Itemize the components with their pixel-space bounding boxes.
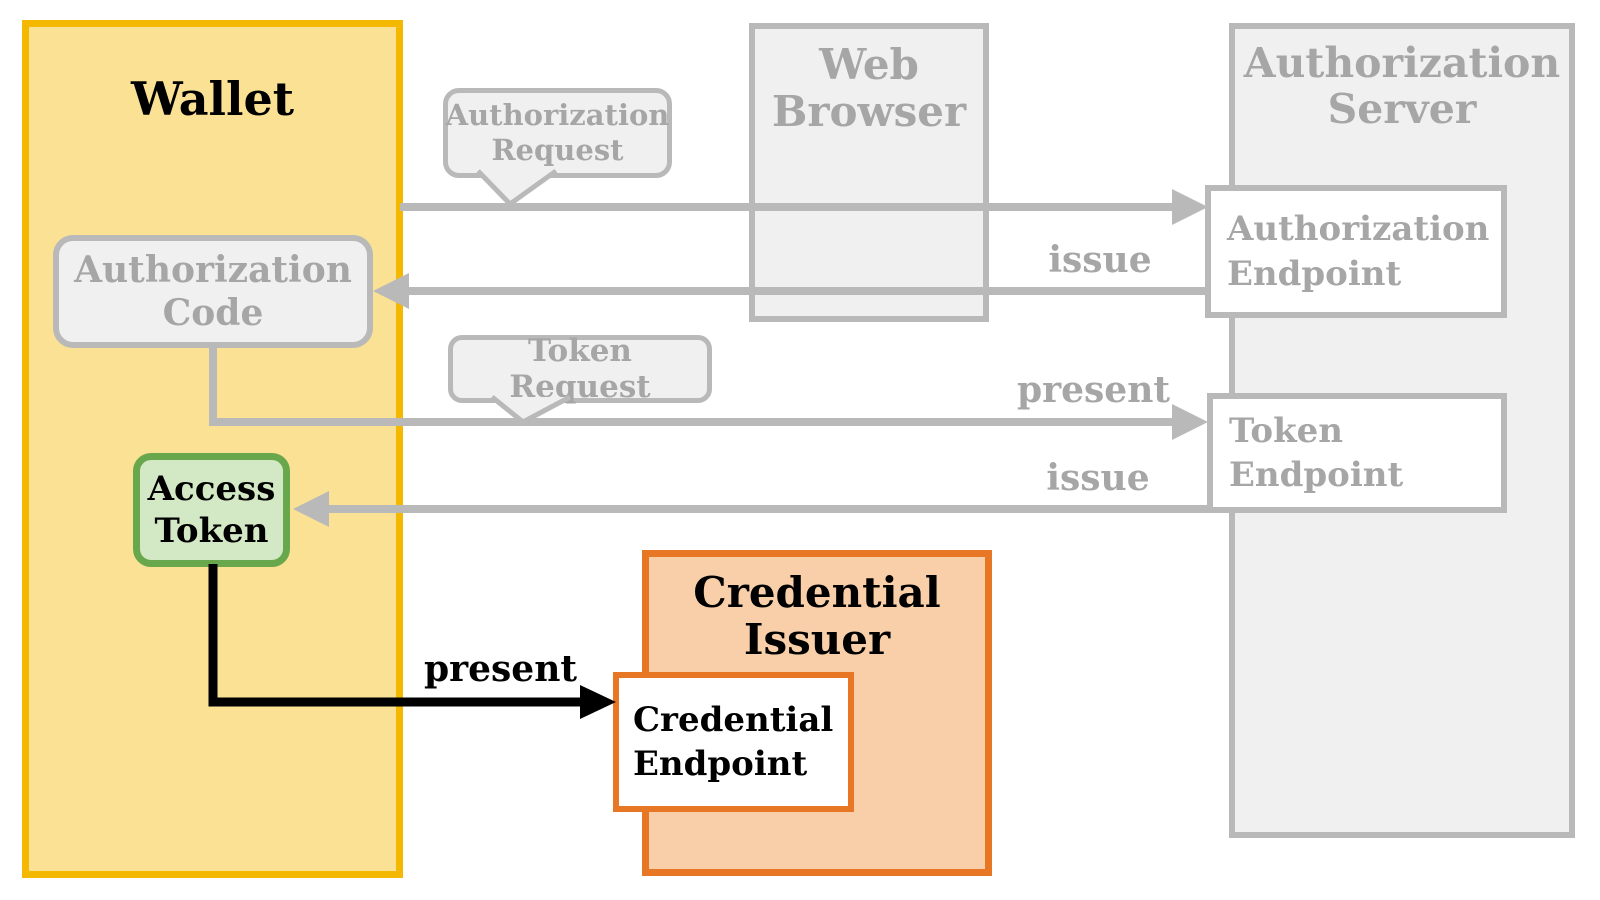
web-browser-label: Web Browser: [771, 40, 967, 137]
present-token-request-label: present: [1017, 369, 1171, 411]
authorization-code-box: Authorization Code: [53, 235, 373, 348]
authorization-endpoint-label: Authorization Endpoint: [1227, 209, 1490, 294]
present-credential-label: present: [424, 648, 578, 690]
token-endpoint-label: Token Endpoint: [1229, 410, 1404, 495]
credential-endpoint-label: Credential Endpoint: [633, 699, 834, 784]
authorization-code-label: Authorization Code: [74, 249, 352, 334]
access-token-box: Access Token: [133, 453, 290, 567]
token-request-callout: Token Request: [448, 333, 712, 405]
access-token-label: Access Token: [147, 468, 276, 552]
token-endpoint-box: Token Endpoint: [1207, 393, 1507, 513]
issue-access-token-label: issue: [1046, 457, 1150, 499]
wallet-box: Wallet: [22, 20, 403, 878]
credential-endpoint-box: Credential Endpoint: [613, 672, 854, 812]
credential-issuer-label: Credential Issuer: [693, 568, 941, 665]
wallet-label: Wallet: [131, 72, 294, 126]
issue-authorization-code-label: issue: [1048, 239, 1152, 281]
authorization-request-callout: Authorization Request: [443, 88, 672, 178]
authorization-server-label: Authorization Server: [1243, 39, 1561, 133]
authorization-endpoint-box: Authorization Endpoint: [1205, 185, 1507, 318]
web-browser-box: Web Browser: [749, 23, 989, 322]
